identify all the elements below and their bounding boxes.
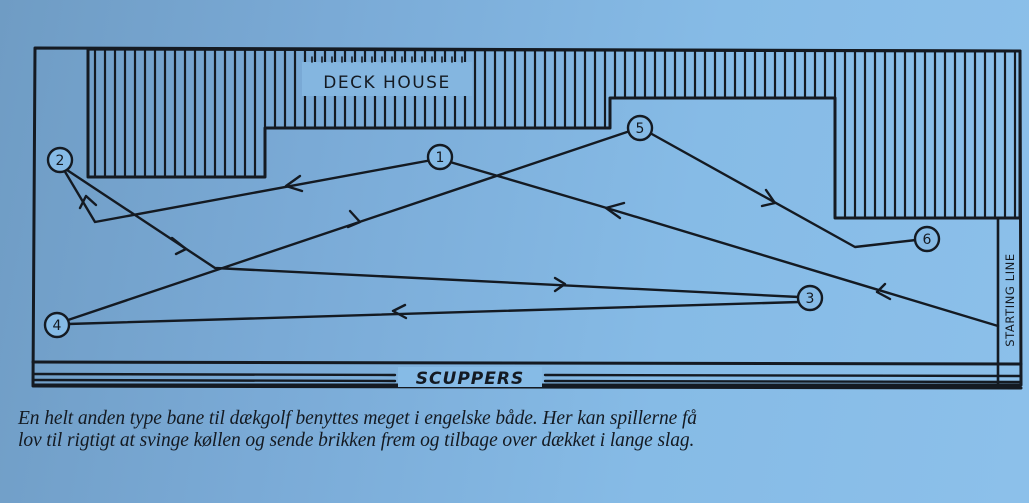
arrow-icon — [760, 188, 777, 208]
path-5-to-6 — [648, 131, 918, 249]
station-6-circle — [913, 225, 941, 253]
station-1-label: 1 — [436, 150, 445, 166]
station-4-label: 4 — [53, 318, 62, 334]
station-circles — [43, 114, 941, 339]
arrow-icon — [553, 276, 567, 293]
arrow-icon — [170, 236, 188, 256]
scuppers-label: SCUPPERS — [416, 369, 524, 389]
station-3-circle — [796, 284, 824, 312]
station-6-label: 6 — [923, 232, 932, 248]
deck-house-label: DECK HOUSE — [323, 73, 450, 93]
deck-golf-course-diagram: DECK HOUSE SCUPPERS STARTING LINE 1 2 3 … — [31, 46, 1023, 390]
arrow-icon — [875, 282, 892, 301]
route-arrows — [78, 174, 892, 320]
deck-house-label-ticks — [311, 56, 463, 63]
starting-line-label: STARTING LINE — [1003, 253, 1017, 347]
caption-line-2: lov til rigtigt at svinge køllen og send… — [18, 430, 695, 451]
deck-house-label-box — [302, 62, 472, 96]
path-1-to-2 — [62, 158, 434, 224]
path-3-to-4 — [66, 300, 801, 326]
station-2-label: 2 — [56, 153, 65, 169]
arrow-icon — [346, 209, 362, 229]
arrow-icon — [78, 194, 98, 210]
station-5-circle — [626, 114, 654, 142]
path-start-to-1 — [448, 160, 1000, 328]
station-3-label: 3 — [806, 291, 815, 307]
station-5-label: 5 — [636, 121, 645, 137]
arrow-icon — [391, 303, 408, 320]
station-4-circle — [43, 311, 71, 339]
figure-caption: En helt anden type bane til dækgolf beny… — [18, 408, 1028, 452]
path-2-to-3 — [65, 168, 801, 299]
arrow-icon — [604, 201, 626, 220]
arrow-icon — [284, 174, 304, 193]
station-2-circle — [46, 146, 74, 174]
deck-outline — [31, 46, 1023, 387]
station-1-circle — [426, 143, 454, 171]
caption-line-1: En helt anden type bane til dækgolf beny… — [18, 408, 697, 429]
